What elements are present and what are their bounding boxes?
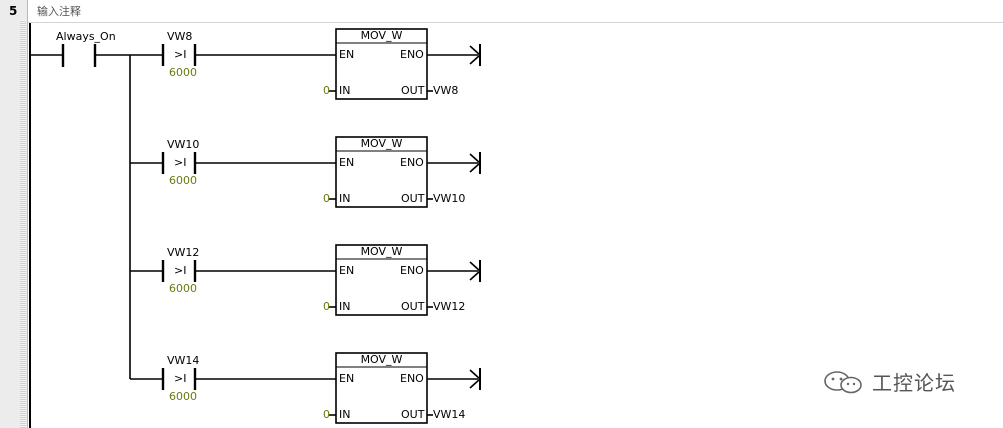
en-pin-label: EN [339, 372, 355, 385]
mov-w-title: MOV_W [360, 29, 403, 42]
in-pin-label: IN [339, 408, 351, 421]
eno-arrow-bottom [469, 162, 481, 173]
mov-w-block[interactable] [335, 352, 428, 424]
in-value[interactable]: 0 [323, 300, 330, 313]
en-pin-label: EN [339, 48, 355, 61]
out-var-label[interactable]: VW8 [433, 84, 459, 97]
eno-arrow-bottom [469, 378, 481, 389]
in-pin-label: IN [339, 84, 351, 97]
compare-operator: >I [174, 48, 187, 61]
compare-var-label[interactable]: VW10 [167, 138, 200, 151]
compare-var-label[interactable]: VW8 [167, 30, 193, 43]
eno-arrow-bottom [469, 270, 481, 281]
compare-value[interactable]: 6000 [169, 282, 197, 295]
out-pin-label: OUT [401, 408, 425, 421]
compare-value[interactable]: 6000 [169, 390, 197, 403]
in-pin-label: IN [339, 192, 351, 205]
gutter-hatch [20, 20, 26, 428]
compare-value[interactable]: 6000 [169, 66, 197, 79]
out-pin-label: OUT [401, 192, 425, 205]
en-pin-label: EN [339, 264, 355, 277]
eno-arrow-top [469, 153, 481, 164]
network-number[interactable]: 5 [9, 4, 18, 18]
power-rail [29, 23, 31, 428]
mov-w-title: MOV_W [360, 245, 403, 258]
eno-pin-label: ENO [400, 264, 424, 277]
eno-arrow-top [469, 261, 481, 272]
compare-operator: >I [174, 264, 187, 277]
mov-w-title: MOV_W [360, 137, 403, 150]
in-value[interactable]: 0 [323, 84, 330, 97]
en-pin-label: EN [339, 156, 355, 169]
eno-pin-label: ENO [400, 372, 424, 385]
compare-var-label[interactable]: VW14 [167, 354, 200, 367]
eno-arrow-bottom [469, 54, 481, 65]
eno-arrow-top [469, 369, 481, 380]
always-on-label[interactable]: Always_On [56, 30, 116, 43]
out-pin-label: OUT [401, 84, 425, 97]
compare-value[interactable]: 6000 [169, 174, 197, 187]
watermark: 工控论坛 [822, 367, 956, 396]
mov-w-title: MOV_W [360, 353, 403, 366]
in-value[interactable]: 0 [323, 192, 330, 205]
mov-w-block[interactable] [335, 28, 428, 100]
eno-arrow-top [469, 45, 481, 56]
mov-w-block[interactable] [335, 136, 428, 208]
out-pin-label: OUT [401, 300, 425, 313]
in-pin-label: IN [339, 300, 351, 313]
out-var-label[interactable]: VW10 [433, 192, 466, 205]
compare-operator: >I [174, 372, 187, 385]
network-gutter [0, 0, 28, 428]
out-var-label[interactable]: VW12 [433, 300, 466, 313]
mov-w-block[interactable] [335, 244, 428, 316]
eno-pin-label: ENO [400, 156, 424, 169]
compare-operator: >I [174, 156, 187, 169]
wechat-icon [824, 370, 862, 393]
network-comment[interactable]: 输入注释 [37, 5, 81, 18]
watermark-text: 工控论坛 [872, 371, 956, 395]
compare-var-label[interactable]: VW12 [167, 246, 200, 259]
out-var-label[interactable]: VW14 [433, 408, 466, 421]
eno-pin-label: ENO [400, 48, 424, 61]
in-value[interactable]: 0 [323, 408, 330, 421]
network-header-divider [28, 22, 1003, 23]
